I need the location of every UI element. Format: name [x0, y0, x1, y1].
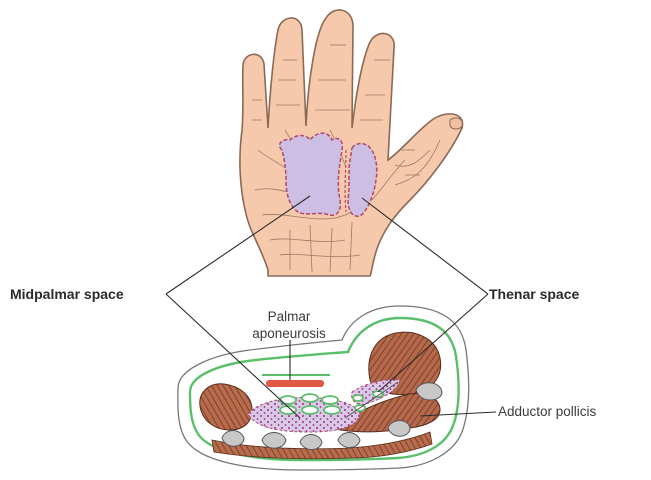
thumbnail-shape — [450, 118, 462, 129]
adductor-pollicis-label: Adductor pollicis — [498, 404, 596, 419]
hand-illustration — [240, 10, 463, 276]
thenar-leader-to-hand — [362, 198, 488, 294]
metacarpal-bone-2 — [262, 433, 286, 449]
midpalmar-space-label: Midpalmar space — [10, 286, 124, 302]
metacarpal-bone-4 — [338, 433, 360, 448]
thenar-space-label: Thenar space — [489, 286, 579, 302]
palmar-aponeurosis-label: Palmar aponeurosis — [234, 308, 344, 342]
metacarpal-bone-3 — [300, 435, 322, 450]
palmar-aponeurosis-label-line1: Palmar — [234, 308, 344, 325]
palmar-aponeurosis-label-line2: aponeurosis — [234, 325, 344, 342]
palmar-aponeurosis-band — [266, 380, 324, 387]
